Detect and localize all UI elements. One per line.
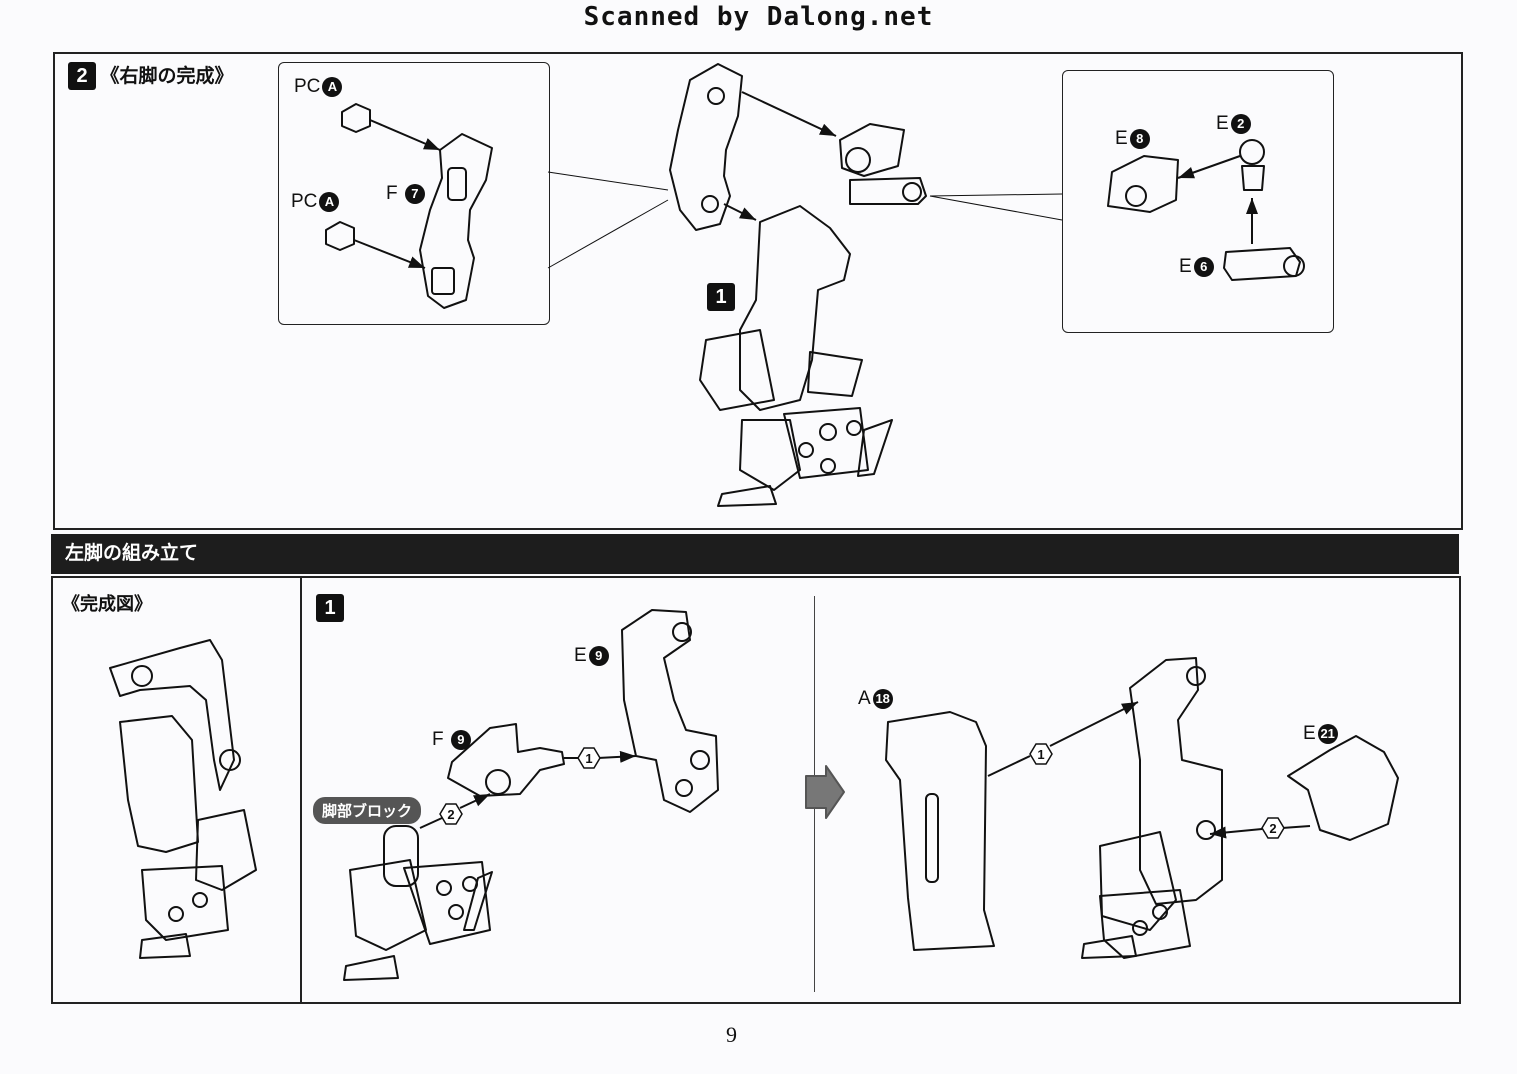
- subassembly-tag: 1: [707, 283, 735, 311]
- part-badge: 21: [1317, 723, 1338, 744]
- part-label-f7: F 7: [386, 183, 425, 205]
- part-badge: A: [319, 191, 340, 212]
- sequence-marker-4: 2: [1269, 821, 1276, 836]
- sequence-marker-2: 2: [447, 807, 454, 822]
- left-leg-title-bar: 左脚の組み立て: [51, 534, 1459, 574]
- part-badge: 18: [872, 688, 893, 709]
- part-badge: A: [322, 76, 343, 97]
- step-number-badge: 2: [68, 62, 96, 90]
- callout-box-right: [1062, 70, 1334, 333]
- left-leg-step-number: 1: [316, 594, 344, 622]
- part-badge: 2: [1230, 113, 1251, 134]
- leg-block-pill: 脚部ブロック: [313, 797, 422, 824]
- section-2-title: 《右脚の完成》: [100, 66, 234, 87]
- page-number: 9: [726, 1022, 737, 1047]
- callout-box-left: [278, 62, 550, 325]
- sequence-marker-3: 1: [1037, 747, 1044, 762]
- section-2-panel: [53, 52, 1463, 530]
- scan-credit: Scanned by Dalong.net: [583, 2, 934, 32]
- section-2-heading: 2 《右脚の完成》: [68, 61, 233, 90]
- left-leg-panel: [51, 576, 1461, 1004]
- part-badge: 7: [404, 183, 425, 204]
- completed-caption: 《完成図》: [62, 594, 152, 614]
- sequence-marker-1: 1: [585, 751, 592, 766]
- completed-divider: [300, 578, 302, 1002]
- part-label-f9: F 9: [432, 729, 471, 751]
- part-badge: 6: [1193, 256, 1214, 277]
- part-badge: 9: [450, 729, 471, 750]
- part-badge: 9: [588, 645, 609, 666]
- part-badge: 8: [1129, 128, 1150, 149]
